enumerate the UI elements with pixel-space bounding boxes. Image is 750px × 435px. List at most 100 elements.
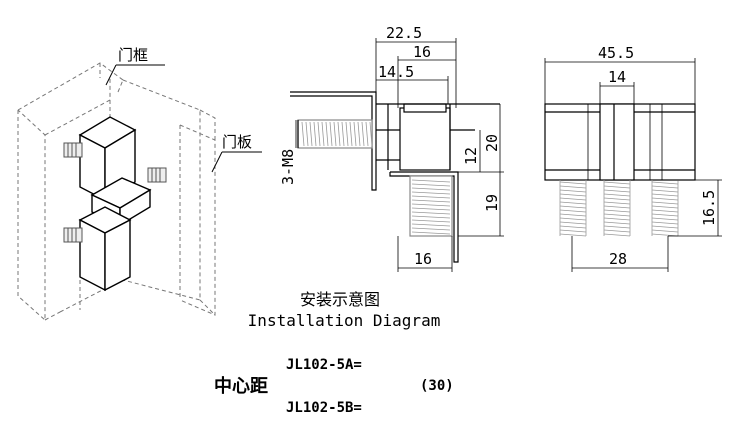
thread-line (603, 189, 631, 193)
caption-chinese: 安装示意图 (299, 290, 380, 309)
thread-line (361, 121, 365, 147)
thread-line (603, 225, 631, 229)
dim-center-block: 14 (608, 68, 626, 86)
hinge-body (78, 116, 152, 292)
thread-line (313, 121, 317, 147)
thread-line (353, 121, 357, 147)
thread-line (603, 205, 631, 209)
thread-line (411, 219, 451, 223)
thread-line (411, 231, 451, 235)
thread-line (411, 211, 451, 215)
model-a: JL102-5A= (286, 357, 362, 373)
thread-line (411, 223, 451, 227)
dim-width-16-top: 16 (413, 43, 431, 61)
dim-width-14-5: 14.5 (378, 63, 414, 81)
dim-screw-thread: 3-M8 (279, 149, 297, 185)
side-view-dimension-lines (295, 38, 504, 272)
thread-line (329, 121, 333, 147)
thread-line (309, 121, 313, 147)
thread-line (559, 181, 587, 185)
thread-line (559, 209, 587, 213)
dim-height-20: 20 (483, 134, 501, 152)
thread-line (651, 221, 679, 225)
thread-line (411, 203, 451, 207)
front-view-drawing (544, 103, 696, 181)
thread-line (337, 121, 341, 147)
thread-line (559, 221, 587, 225)
door-frame-label: 门框 (118, 46, 148, 64)
thread-line (603, 181, 631, 185)
thread-line (345, 121, 349, 147)
thread-line (411, 215, 451, 219)
thread-line (651, 197, 679, 201)
thread-line (603, 209, 631, 213)
thread-line (651, 217, 679, 221)
thread-line (651, 229, 679, 233)
thread-line (559, 205, 587, 209)
door-panel-label: 门板 (222, 133, 252, 151)
thread-line (559, 193, 587, 197)
thread-line (651, 205, 679, 209)
thread-line (603, 197, 631, 201)
label-leaders (105, 64, 262, 173)
isometric-installation-view (17, 62, 262, 322)
thread-line (325, 121, 329, 147)
dim-overall-width-front: 45.5 (598, 44, 634, 62)
dim-screw-length: 16.5 (700, 190, 718, 226)
thread-line (603, 221, 631, 225)
thread-line (365, 121, 369, 147)
thread-line (603, 213, 631, 217)
thread-line (341, 121, 345, 147)
dim-screw-spacing: 28 (609, 250, 627, 268)
hinge-screws (63, 142, 167, 243)
thread-line (651, 193, 679, 197)
thread-line (559, 197, 587, 201)
thread-line (411, 187, 451, 191)
thread-line (321, 121, 325, 147)
model-b: JL102-5B= (286, 400, 362, 416)
front-view-threads (559, 180, 679, 237)
dim-height-12: 12 (462, 147, 480, 165)
thread-line (651, 225, 679, 229)
thread-line (559, 217, 587, 221)
thread-line (651, 201, 679, 205)
thread-line (651, 213, 679, 217)
thread-line (411, 227, 451, 231)
thread-line (411, 199, 451, 203)
thread-line (651, 181, 679, 185)
thread-line (603, 229, 631, 233)
dim-overall-width-side: 22.5 (386, 24, 422, 42)
thread-line (411, 179, 451, 183)
thread-line (559, 213, 587, 217)
dim-width-16-bottom: 16 (414, 250, 432, 268)
thread-line (357, 121, 361, 147)
thread-line (603, 193, 631, 197)
thread-line (369, 121, 373, 147)
thread-line (651, 185, 679, 189)
side-view-drawing (290, 91, 500, 263)
thread-line (301, 121, 305, 147)
thread-line (305, 121, 309, 147)
thread-line (333, 121, 337, 147)
thread-line (559, 185, 587, 189)
front-view-dimension-lines (544, 58, 722, 272)
thread-line (411, 191, 451, 195)
side-view-threads (301, 121, 451, 235)
thread-line (603, 233, 631, 237)
thread-line (317, 121, 321, 147)
dim-height-19: 19 (483, 194, 501, 212)
thread-line (651, 209, 679, 213)
caption-english: Installation Diagram (247, 311, 441, 330)
center-distance-value: (30) (420, 378, 454, 394)
thread-line (559, 225, 587, 229)
thread-line (411, 183, 451, 187)
thread-line (559, 233, 587, 237)
thread-line (349, 121, 353, 147)
center-distance-label: 中心距 (214, 376, 268, 397)
thread-line (603, 217, 631, 221)
thread-line (603, 201, 631, 205)
thread-line (559, 201, 587, 205)
thread-line (603, 185, 631, 189)
